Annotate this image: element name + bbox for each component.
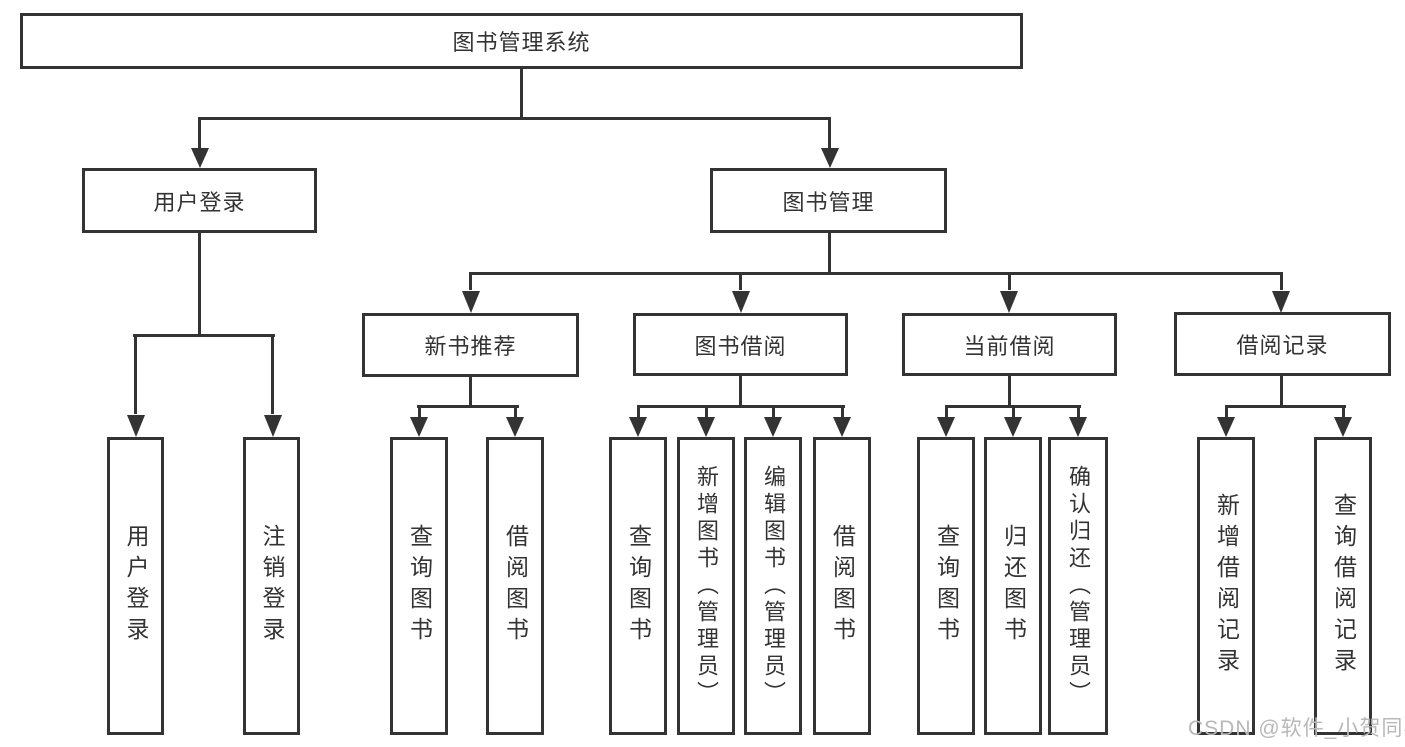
line-segment [739,374,742,408]
line-segment [198,117,201,154]
leaf-label: 新增借阅记录 [1213,493,1240,679]
leaf-label: 借阅图书 [502,524,529,648]
csdn-watermark: CSDN @软件_小贺同学 [1188,717,1405,740]
arrowhead [629,417,647,437]
node-borrowing-records: 借阅记录 [1174,312,1391,376]
leaf-label: 借阅图书 [829,524,856,648]
leaf-label: 查询图书 [406,524,433,648]
leaf-label: 查询图书 [933,524,960,648]
leaf-label: 确认归还（管理员） [1066,464,1091,708]
leaf-confirm-return-admin: 确认归还（管理员） [1048,437,1108,735]
arrowhead [697,417,715,437]
arrowhead [264,415,282,437]
arrowhead [1069,417,1087,437]
arrowhead [1272,291,1290,313]
node-user-login: 用户登录 [82,168,317,233]
leaf-label: 编辑图书（管理员） [761,464,786,708]
line-segment [637,405,640,419]
arrowhead [410,417,428,437]
line-segment [514,405,517,419]
arrowhead [732,291,750,313]
line-segment [637,405,845,408]
arrowhead [821,148,839,168]
leaf-borrow-books-recommend: 借阅图书 [486,437,544,735]
leaf-label: 归还图书 [1000,524,1027,648]
arrowhead [1004,417,1022,437]
leaf-logout: 注销登录 [243,437,300,735]
arrowhead [462,291,480,313]
node-current-borrowing: 当前借阅 [902,313,1117,376]
node-new-book-recommendation: 新书推荐 [362,313,579,377]
arrowhead [833,417,851,437]
arrowhead [191,148,209,168]
node-book-management: 图书管理 [710,168,947,233]
leaf-label: 查询借阅记录 [1330,493,1357,679]
line-segment [1012,405,1015,419]
leaf-label: 查询图书 [625,524,652,648]
arrowhead [1217,417,1235,437]
line-segment [417,405,519,408]
arrowhead [764,417,782,437]
line-segment [469,272,472,290]
line-segment [1225,405,1228,419]
line-segment [134,334,137,414]
arrowhead [1334,417,1352,437]
leaf-user-login: 用户登录 [107,437,164,735]
leaf-query-books-recommend: 查询图书 [390,437,448,735]
line-segment [828,231,831,275]
line-segment [1280,374,1283,408]
line-segment [1280,272,1283,290]
leaf-return-books: 归还图书 [984,437,1042,735]
node-library-management-system: 图书管理系统 [20,13,1023,69]
leaf-query-borrow-record: 查询借阅记录 [1314,437,1372,735]
line-segment [828,117,831,154]
leaf-query-books-borrowing: 查询图书 [609,437,667,735]
line-segment [198,231,201,337]
node-book-borrowing: 图书借阅 [633,313,848,376]
line-segment [469,272,1283,275]
line-segment [271,334,274,414]
leaf-label: 注销登录 [259,524,285,648]
line-segment [705,405,708,419]
leaf-add-books-admin: 新增图书（管理员） [677,437,735,735]
line-segment [739,272,742,290]
line-segment [1225,405,1346,408]
leaf-borrow-books: 借阅图书 [813,437,871,735]
line-segment [133,334,275,337]
leaf-query-books-current: 查询图书 [917,437,975,735]
line-segment [945,405,948,419]
leaf-add-borrow-record: 新增借阅记录 [1197,437,1255,735]
line-segment [1008,374,1011,408]
arrowhead [127,415,145,437]
leaf-label: 新增图书（管理员） [694,464,719,708]
leaf-edit-books-admin: 编辑图书（管理员） [744,437,802,735]
arrowhead [1000,291,1018,313]
arrowhead [937,417,955,437]
line-segment [772,405,775,419]
line-segment [1008,272,1011,290]
arrowhead [506,417,524,437]
line-segment [1342,405,1345,419]
line-segment [520,66,523,118]
line-segment [841,405,844,419]
line-segment [418,405,421,419]
line-segment [198,117,831,120]
line-segment [1077,405,1080,419]
line-segment [469,374,472,408]
leaf-label: 用户登录 [123,524,149,648]
